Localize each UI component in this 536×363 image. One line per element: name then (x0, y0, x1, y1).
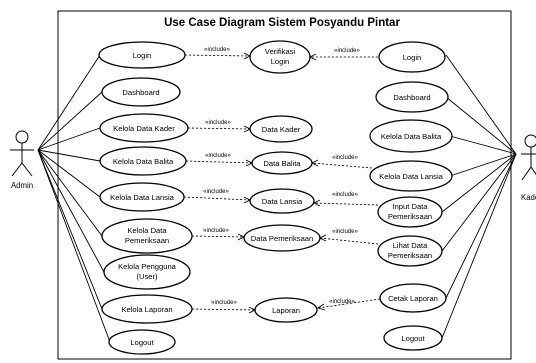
use-case-laporan: Laporan (254, 297, 318, 323)
svg-text:Dashboard: Dashboard (393, 93, 430, 102)
kader-actor-label: Kader (521, 193, 536, 202)
svg-text:Dashboard: Dashboard (122, 88, 159, 97)
kader-actor: Kader (521, 134, 536, 202)
svg-text:Kelola Data Lansia: Kelola Data Lansia (110, 193, 175, 202)
svg-text:Data Pemeriksaan: Data Pemeriksaan (251, 234, 313, 243)
svg-text:Login: Login (271, 57, 290, 66)
include-label: «include» (334, 48, 360, 54)
svg-text:Input Data: Input Data (392, 202, 428, 211)
svg-text:Lihat Data: Lihat Data (393, 241, 428, 250)
svg-text:Kelola Data Balita: Kelola Data Balita (381, 132, 442, 141)
svg-text:Kelola Data: Kelola Data (127, 226, 167, 235)
use-case-login-admin: Login (98, 41, 186, 69)
include-label: «include» (332, 229, 358, 235)
use-case-kelola-data-lansia-kader: Kelola Data Lansia (369, 160, 453, 192)
svg-text:Kelola Pengguna: Kelola Pengguna (118, 262, 177, 271)
use-case-kelola-data-balita-admin: Kelola Data Balita (99, 146, 187, 176)
svg-text:Logout: Logout (401, 334, 425, 343)
svg-text:Data Balita: Data Balita (263, 159, 301, 168)
use-case-kelola-laporan: Kelola Laporan (101, 294, 193, 324)
use-case-kelola-data-kader: Kelola Data Kader (99, 113, 189, 143)
admin-actor-label: Admin (11, 181, 33, 190)
svg-text:Data Kader: Data Kader (262, 125, 301, 134)
svg-text:Kelola Data Kader: Kelola Data Kader (113, 124, 175, 133)
use-case-kelola-data-lansia-admin: Kelola Data Lansia (99, 182, 185, 212)
svg-text:Verifikasi: Verifikasi (265, 47, 296, 56)
use-case-dashboard-admin: Dashboard (101, 77, 181, 107)
svg-text:Login: Login (403, 53, 422, 62)
include-dependencies: «include» «include» «include» «include» … (183, 47, 382, 314)
use-case-dashboard-kader: Dashboard (375, 81, 449, 113)
system-boundary (57, 10, 512, 360)
use-case-lihat-data-pemeriksaan: Lihat Data Pemeriksaan (377, 235, 443, 267)
use-case-logout-admin: Logout (108, 329, 176, 355)
use-case-data-pemeriksaan: Data Pemeriksaan (243, 224, 321, 252)
admin-actor: Admin (10, 130, 34, 190)
use-case-cetak-laporan: Cetak Laporan (379, 283, 447, 313)
svg-text:Logout: Logout (130, 338, 154, 347)
diagram-title: Use Case Diagram Sistem Posyandu Pintar (164, 17, 400, 29)
use-case-kelola-data-balita-kader: Kelola Data Balita (369, 119, 453, 153)
svg-text:Laporan: Laporan (272, 306, 300, 315)
svg-text:Data Lansia: Data Lansia (262, 197, 303, 206)
admin-associations (37, 54, 111, 343)
svg-text:Kelola Data Lansia: Kelola Data Lansia (379, 172, 444, 181)
include-label: «include» (204, 47, 230, 53)
use-case-data-balita: Data Balita (251, 151, 313, 175)
include-label: «include» (211, 300, 237, 306)
svg-text:Pemeriksaan: Pemeriksaan (388, 212, 432, 221)
svg-text:Kelola Data Balita: Kelola Data Balita (113, 157, 174, 166)
include-label: «include» (332, 155, 358, 161)
use-case-login-kader: Login (378, 41, 446, 73)
use-case-logout-kader: Logout (383, 325, 443, 351)
svg-text:Cetak Laporan: Cetak Laporan (388, 294, 438, 303)
svg-text:Login: Login (133, 51, 152, 60)
include-label: «include» (332, 192, 358, 198)
kader-associations (441, 54, 517, 339)
use-case-data-kader: Data Kader (249, 115, 313, 143)
include-label: «include» (203, 228, 229, 234)
include-label: «include» (205, 153, 231, 159)
svg-text:Kelola Laporan: Kelola Laporan (121, 305, 172, 314)
svg-text:Pemeriksaan: Pemeriksaan (125, 236, 169, 245)
use-case-data-lansia: Data Lansia (249, 188, 315, 214)
include-label: «include» (205, 120, 231, 126)
include-label: «include» (203, 189, 229, 195)
svg-text:Pemeriksaan: Pemeriksaan (388, 251, 432, 260)
svg-text:(User): (User) (136, 272, 158, 281)
use-case-kelola-data-pemeriksaan: Kelola Data Pemeriksaan (101, 218, 193, 254)
include-label: «include» (329, 299, 355, 305)
use-case-verifikasi-login: Verifikasi Login (249, 40, 311, 74)
use-case-kelola-pengguna: Kelola Pengguna (User) (103, 254, 191, 290)
use-case-input-data-pemeriksaan: Input Data Pemeriksaan (377, 196, 443, 228)
